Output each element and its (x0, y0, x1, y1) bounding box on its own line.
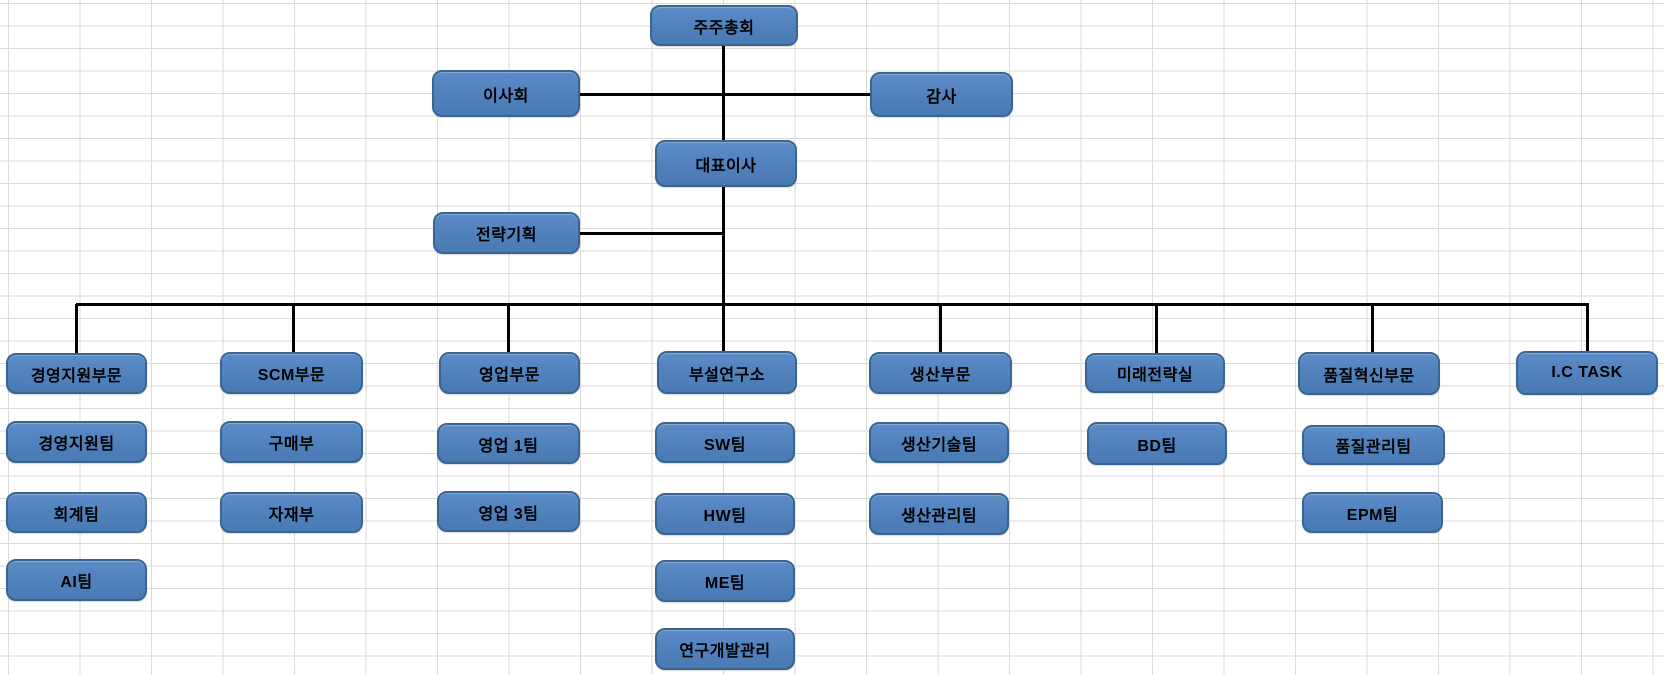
connector-strategic-planning (580, 232, 724, 235)
org-node-dept-future-strategy-office[interactable]: 미래전략실 (1085, 353, 1225, 393)
org-node-team-materials[interactable]: 자재부 (220, 492, 363, 533)
org-node-team-production-management[interactable]: 생산관리팀 (869, 493, 1009, 535)
connector-department-bus (76, 303, 1589, 306)
connector-board-auditor (580, 93, 870, 96)
org-node-team-epm[interactable]: EPM팀 (1302, 492, 1443, 533)
org-node-team-accounting[interactable]: 회계팀 (6, 492, 147, 533)
org-node-dept-production[interactable]: 생산부문 (869, 352, 1012, 394)
org-node-dept-scm[interactable]: SCM부문 (220, 352, 363, 394)
connector-ceo-spine (722, 187, 725, 352)
org-node-ceo[interactable]: 대표이사 (655, 140, 797, 187)
org-node-dept-management-support[interactable]: 경영지원부문 (6, 353, 147, 394)
connector-drop-production (939, 304, 942, 353)
org-node-team-hw[interactable]: HW팀 (655, 493, 795, 535)
org-node-team-sw[interactable]: SW팀 (655, 422, 795, 463)
org-node-team-sales-1[interactable]: 영업 1팀 (437, 423, 580, 464)
org-node-team-bd[interactable]: BD팀 (1087, 422, 1227, 465)
org-node-board-of-directors[interactable]: 이사회 (432, 70, 580, 117)
org-node-auditor[interactable]: 감사 (870, 72, 1013, 117)
org-node-strategic-planning[interactable]: 전략기획 (433, 212, 580, 254)
org-node-dept-sales[interactable]: 영업부문 (439, 352, 580, 394)
connector-drop-quality-innovation (1371, 304, 1374, 353)
connector-drop-future-strategy (1155, 304, 1158, 353)
connector-drop-ic-task (1586, 304, 1589, 353)
org-node-team-ai[interactable]: AI팀 (6, 559, 147, 601)
org-node-team-production-technology[interactable]: 생산기술팀 (869, 422, 1009, 463)
org-node-shareholders-meeting[interactable]: 주주총회 (650, 5, 798, 46)
org-node-dept-research-institute[interactable]: 부설연구소 (657, 351, 797, 394)
connector-drop-scm (292, 304, 295, 353)
org-node-team-rnd-management[interactable]: 연구개발관리 (655, 628, 795, 670)
org-node-team-management-support[interactable]: 경영지원팀 (6, 421, 147, 463)
org-node-dept-ic-task[interactable]: I.C TASK (1516, 351, 1658, 395)
org-node-team-sales-3[interactable]: 영업 3팀 (437, 491, 580, 532)
connector-drop-management-support (75, 304, 78, 353)
connector-drop-sales (507, 304, 510, 353)
org-node-team-me[interactable]: ME팀 (655, 560, 795, 602)
org-node-dept-quality-innovation[interactable]: 품질혁신부문 (1298, 352, 1440, 395)
org-node-team-quality-management[interactable]: 품질관리팀 (1302, 425, 1445, 465)
org-node-team-purchasing[interactable]: 구매부 (220, 421, 363, 463)
